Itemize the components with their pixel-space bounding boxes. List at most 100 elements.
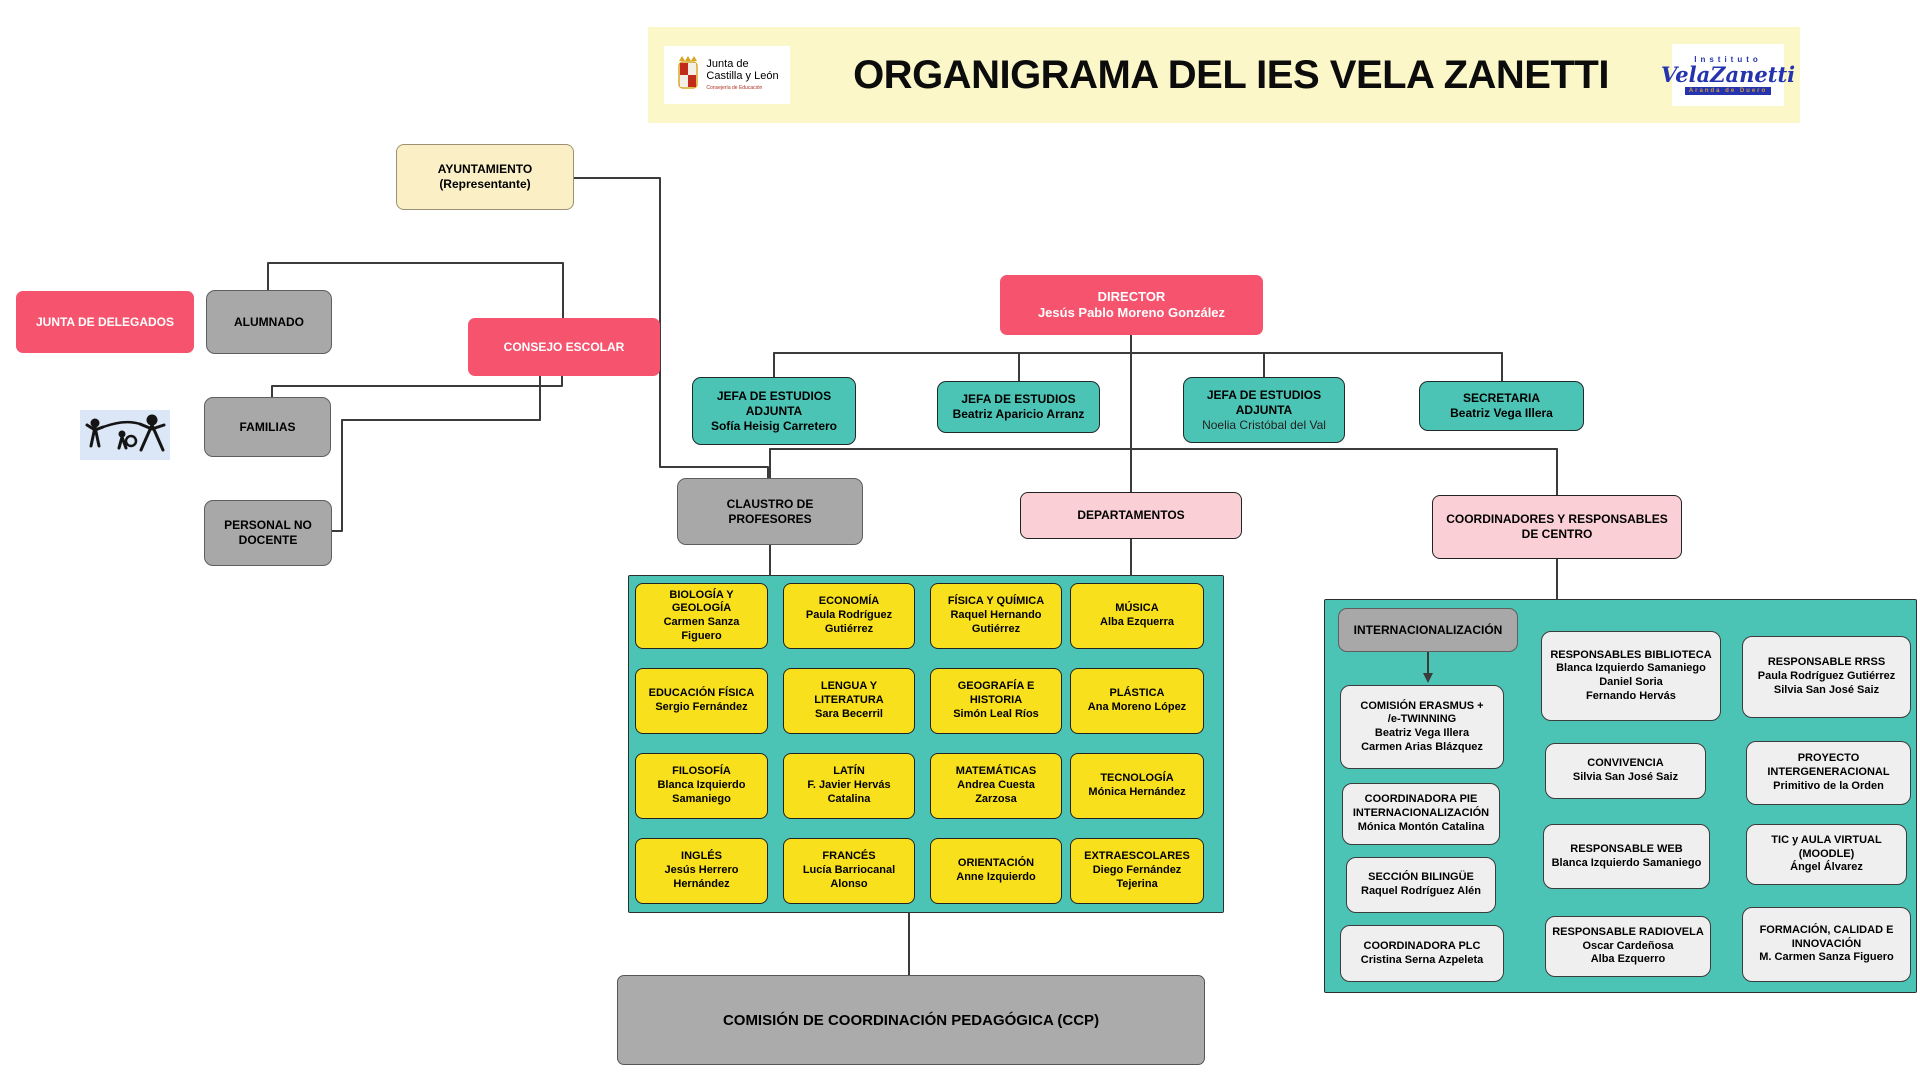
junta-line2: Castilla y León <box>706 70 779 82</box>
box-convivencia: CONVIVENCIA Silvia San José Saiz <box>1545 743 1706 799</box>
dept-name: Diego Fernández Tejerina <box>1092 864 1182 890</box>
dept-title: INGLÉS <box>681 850 722 863</box>
dept-title: EXTRAESCOLARES <box>1084 850 1190 863</box>
dept-musica: MÚSICA Alba Ezquerra <box>1070 583 1204 649</box>
dept-name: Lucía Barriocanal Alonso <box>802 864 896 890</box>
box-proyecto-intergeneracional: PROYECTO INTERGENERACIONAL Primitivo de … <box>1746 741 1911 805</box>
box-ccp: COMISIÓN DE COORDINACIÓN PEDAGÓGICA (CCP… <box>617 975 1205 1065</box>
vela-logo-name: VelaZanetti <box>1660 62 1796 87</box>
ampa-figures-icon <box>80 410 170 460</box>
page-title: ORGANIGRAMA DEL IES VELA ZANETTI <box>853 52 1609 97</box>
dept-title: MATEMÁTICAS <box>955 765 1037 778</box>
dept-name: Raquel Hernando Gutiérrez <box>950 609 1042 635</box>
dept-name: Andrea Cuesta Zarzosa <box>957 779 1035 805</box>
jefa2-name: Beatriz Aparicio Arranz <box>952 407 1085 421</box>
jefa1-name: Sofía Heisig Carretero <box>710 418 838 433</box>
dept-matematicas: MATEMÁTICAS Andrea Cuesta Zarzosa <box>930 753 1062 819</box>
dept-educacion-fisica: EDUCACIÓN FÍSICA Sergio Fernández <box>635 668 768 734</box>
dept-name: Ana Moreno López <box>1087 701 1187 713</box>
dept-title: EDUCACIÓN FÍSICA <box>648 687 755 700</box>
jefa2-title: JEFA DE ESTUDIOS <box>961 392 1076 406</box>
junta-shield-icon <box>678 56 699 89</box>
dept-biologia: BIOLOGÍA Y GEOLOGÍA Carmen Sanza Figuero <box>635 583 768 649</box>
box-tic-aula-virtual: TIC y AULA VIRTUAL (MOODLE) Ángel Álvare… <box>1746 824 1907 885</box>
secretaria-title: SECRETARIA <box>1462 391 1541 405</box>
jefa3-title: JEFA DE ESTUDIOS ADJUNTA <box>1206 387 1322 417</box>
junta-line1: Junta de <box>706 58 749 71</box>
dept-filosofia: FILOSOFÍA Blanca Izquierdo Samaniego <box>635 753 768 819</box>
dept-name: Anne Izquierdo <box>956 871 1036 883</box>
dept-title: LATÍN <box>833 765 865 778</box>
box-internacionalizacion: INTERNACIONALIZACIÓN <box>1338 608 1518 652</box>
vela-logo-sub: Aranda de Duero <box>1684 87 1772 95</box>
box-jefa-estudios-adjunta-1: JEFA DE ESTUDIOS ADJUNTA Sofía Heisig Ca… <box>692 377 856 445</box>
dept-title: LENGUA Y LITERATURA <box>814 680 884 707</box>
box-coordinadora-plc: COORDINADORA PLC Cristina Serna Azpeleta <box>1340 925 1504 982</box>
dept-economia: ECONOMÍA Paula Rodríguez Gutiérrez <box>783 583 915 649</box>
dept-name: Paula Rodríguez Gutiérrez <box>805 609 893 635</box>
box-alumnado: ALUMNADO <box>206 290 332 354</box>
box-secretaria: SECRETARIA Beatriz Vega Illera <box>1419 381 1584 431</box>
dept-name: Carmen Sanza Figuero <box>663 616 740 642</box>
box-director: DIRECTOR Jesús Pablo Moreno González <box>1000 275 1263 335</box>
dept-title: GEOGRAFÍA E HISTORIA <box>957 680 1035 707</box>
secretaria-name: Beatriz Vega Illera <box>1450 406 1553 420</box>
box-personal-no-docente: PERSONAL NO DOCENTE <box>204 500 332 566</box>
box-coordinadora-pie: COORDINADORA PIE INTERNACIONALIZACIÓN Mó… <box>1342 783 1500 845</box>
dept-name: Blanca Izquierdo Samaniego <box>657 779 746 805</box>
dept-title: ORIENTACIÓN <box>957 857 1035 870</box>
dept-tecnologia: TECNOLOGÍA Mónica Hernández <box>1070 753 1204 819</box>
box-seccion-bilingue: SECCIÓN BILINGÜE Raquel Rodríguez Alén <box>1346 857 1496 913</box>
director-name: Jesús Pablo Moreno González <box>1037 305 1226 320</box>
dept-title: ECONOMÍA <box>818 595 880 608</box>
dept-geografia-historia: GEOGRAFÍA E HISTORIA Simón Leal Ríos <box>930 668 1062 734</box>
jefa1-title: JEFA DE ESTUDIOS ADJUNTA <box>716 388 832 418</box>
ampa-families-logo <box>80 410 170 460</box>
box-jefa-estudios-adjunta-2: JEFA DE ESTUDIOS ADJUNTA Noelia Cristóba… <box>1183 377 1345 443</box>
box-claustro-profesores: CLAUSTRO DE PROFESORES <box>677 478 863 545</box>
dept-title: FILOSOFÍA <box>672 765 731 778</box>
dept-title: TECNOLOGÍA <box>1100 772 1174 785</box>
box-responsable-radiovela: RESPONSABLE RADIOVELA Oscar Cardeñosa Al… <box>1545 916 1711 977</box>
dept-ingles: INGLÉS Jesús Herrero Hernández <box>635 838 768 904</box>
vela-logo-top: Instituto <box>1694 55 1762 64</box>
header-band: Junta de Castilla y León Consejería de E… <box>648 27 1800 123</box>
box-responsable-web: RESPONSABLE WEB Blanca Izquierdo Samanie… <box>1543 824 1710 889</box>
dept-orientacion: ORIENTACIÓN Anne Izquierdo <box>930 838 1062 904</box>
dept-name: Simón Leal Ríos <box>953 707 1039 720</box>
dept-name: F. Javier Hervás Catalina <box>807 779 891 805</box>
box-consejo-escolar: CONSEJO ESCOLAR <box>468 318 660 376</box>
dept-title: FÍSICA Y QUÍMICA <box>947 595 1045 608</box>
dept-title: FRANCÉS <box>822 850 876 863</box>
dept-fisica-quimica: FÍSICA Y QUÍMICA Raquel Hernando Gutiérr… <box>930 583 1062 649</box>
box-junta-de-delegados: JUNTA DE DELEGADOS <box>16 291 194 353</box>
dept-title: PLÁSTICA <box>1109 687 1165 700</box>
box-jefa-estudios: JEFA DE ESTUDIOS Beatriz Aparicio Arranz <box>937 381 1100 433</box>
dept-name: Mónica Hernández <box>1088 786 1186 798</box>
dept-lengua: LENGUA Y LITERATURA Sara Becerril <box>783 668 915 734</box>
dept-name: Sergio Fernández <box>655 701 748 713</box>
junta-logo-text: Junta de Castilla y León Consejería de E… <box>706 58 779 91</box>
box-coordinadores-responsables: COORDINADORES Y RESPONSABLES DE CENTRO <box>1432 495 1682 559</box>
box-comision-erasmus: COMISIÓN ERASMUS + /e-TWINNING Beatriz V… <box>1340 685 1504 769</box>
junta-castilla-leon-logo: Junta de Castilla y León Consejería de E… <box>664 46 790 104</box>
dept-plastica: PLÁSTICA Ana Moreno López <box>1070 668 1204 734</box>
box-departamentos: DEPARTAMENTOS <box>1020 492 1242 539</box>
vela-zanetti-logo: Instituto VelaZanetti Aranda de Duero <box>1661 44 1795 106</box>
box-familias: FAMILIAS <box>204 397 331 457</box>
dept-name: Jesús Herrero Hernández <box>664 864 739 890</box>
box-ayuntamiento: AYUNTAMIENTO (Representante) <box>396 144 574 210</box>
junta-sub: Consejería de Educación <box>706 84 763 91</box>
box-formacion-calidad: FORMACIÓN, CALIDAD E INNOVACIÓN M. Carme… <box>1742 907 1911 982</box>
director-title: DIRECTOR <box>1097 288 1166 304</box>
box-responsable-rrss: RESPONSABLE RRSS Paula Rodríguez Gutiérr… <box>1742 636 1911 718</box>
dept-name: Alba Ezquerra <box>1100 616 1174 628</box>
dept-name: Sara Becerril <box>815 707 883 720</box>
dept-latin: LATÍN F. Javier Hervás Catalina <box>783 753 915 819</box>
dept-extraescolares: EXTRAESCOLARES Diego Fernández Tejerina <box>1070 838 1204 904</box>
dept-frances: FRANCÉS Lucía Barriocanal Alonso <box>783 838 915 904</box>
dept-title: BIOLOGÍA Y GEOLOGÍA <box>669 588 734 615</box>
box-responsables-biblioteca: RESPONSABLES BIBLIOTECA Blanca Izquierdo… <box>1541 631 1721 721</box>
dept-title: MÚSICA <box>1115 602 1159 615</box>
jefa3-name: Noelia Cristóbal del Val <box>1202 417 1326 432</box>
